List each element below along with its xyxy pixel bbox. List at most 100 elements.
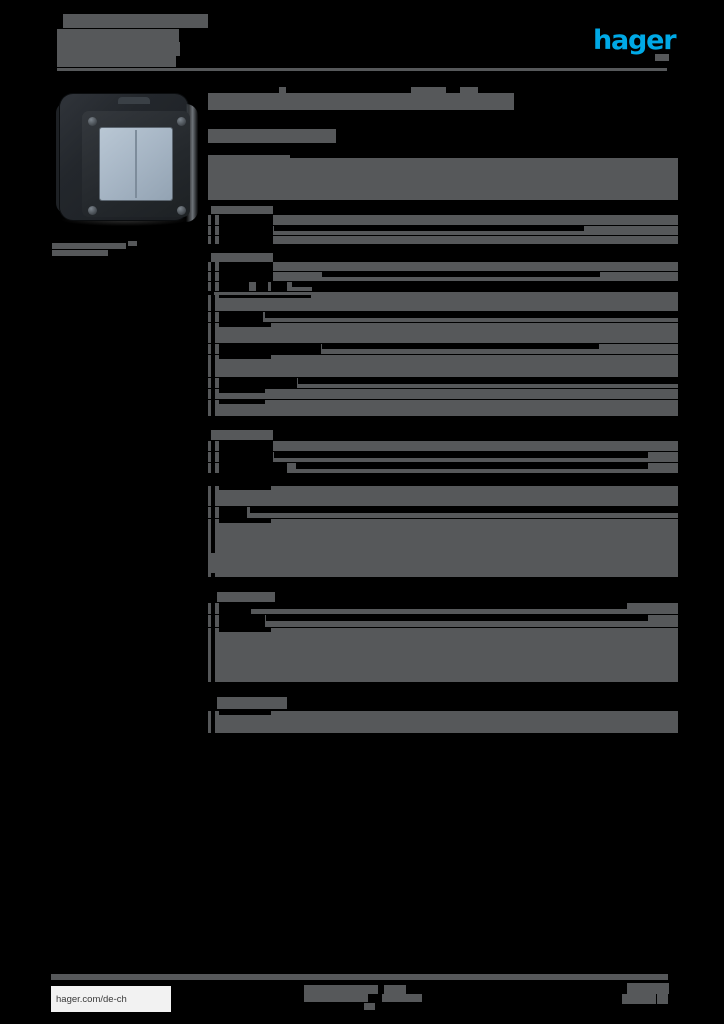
table-row bbox=[208, 441, 678, 451]
row-key-gap bbox=[219, 519, 271, 523]
section-separator bbox=[208, 417, 678, 430]
row-key-gap bbox=[219, 344, 321, 354]
row-leader-dots bbox=[266, 615, 648, 621]
row-key-gap bbox=[219, 236, 273, 244]
row-indent-gap bbox=[211, 272, 215, 281]
row-key-gap bbox=[219, 400, 265, 404]
table-row bbox=[208, 355, 678, 377]
product-top-notch bbox=[118, 97, 150, 104]
row-indent-gap bbox=[211, 312, 215, 322]
table-row bbox=[208, 400, 678, 416]
row-key-gap bbox=[219, 262, 273, 271]
section-separator bbox=[208, 683, 678, 697]
row-indent-gap bbox=[211, 295, 215, 311]
row-separator bbox=[241, 244, 678, 253]
row-key-gap bbox=[219, 615, 265, 627]
footer-divider-rule bbox=[51, 974, 668, 980]
row-indent-gap bbox=[211, 486, 215, 506]
product-rocker-switch bbox=[100, 128, 172, 200]
page-title-diacritic-2 bbox=[411, 87, 446, 94]
row-leader-dots bbox=[322, 272, 600, 277]
table-row bbox=[208, 519, 678, 577]
row-key-gap bbox=[219, 463, 287, 473]
row-indent-gap bbox=[211, 323, 215, 343]
row-indent-gap bbox=[211, 400, 215, 416]
footer-page-number-line-3 bbox=[657, 994, 668, 1004]
footer-page-number-line-1 bbox=[627, 983, 669, 994]
table-row bbox=[208, 711, 678, 733]
row-leader-dots bbox=[265, 312, 678, 318]
screw-top-right-icon bbox=[177, 117, 186, 126]
row-key-gap bbox=[219, 355, 271, 359]
row-key-gap bbox=[219, 452, 273, 462]
row-separator bbox=[208, 474, 234, 486]
row-indent-gap bbox=[211, 519, 215, 553]
row-indent-gap bbox=[211, 378, 215, 388]
row-indent-gap bbox=[211, 441, 215, 451]
row-indent-gap bbox=[211, 215, 215, 225]
footer-center-line-1 bbox=[304, 985, 378, 994]
row-key-gap bbox=[219, 215, 273, 225]
screw-bottom-right-icon bbox=[177, 206, 186, 215]
screw-bottom-left-icon bbox=[88, 206, 97, 215]
product-caption-line-1 bbox=[52, 243, 126, 249]
footer-center-line-5 bbox=[364, 1003, 375, 1010]
table-row bbox=[208, 215, 678, 225]
logo-subtext-redaction bbox=[655, 54, 669, 61]
row-indent-gap bbox=[211, 603, 215, 614]
row-indent-gap bbox=[211, 711, 215, 733]
product-caption-line-2 bbox=[52, 250, 108, 256]
row-leader-dots bbox=[298, 378, 678, 384]
row-leader-dots bbox=[250, 603, 627, 609]
row-leader-dots bbox=[274, 452, 648, 458]
page-title-diacritic-3 bbox=[460, 87, 478, 94]
header-title-line-1 bbox=[63, 14, 208, 28]
table-section-label-d bbox=[217, 592, 275, 602]
row-indent-gap bbox=[211, 282, 215, 291]
page-title bbox=[208, 93, 514, 110]
page-title-diacritic-1 bbox=[279, 87, 286, 94]
row-indent-gap bbox=[211, 452, 215, 462]
hager-logo: hager bbox=[593, 25, 677, 56]
row-indent-gap bbox=[211, 355, 215, 377]
product-caption-superscript bbox=[128, 241, 137, 246]
row-key-gap bbox=[219, 711, 271, 715]
main-content-column bbox=[208, 0, 684, 1024]
row-indent-gap bbox=[211, 344, 215, 354]
row-indent-gap bbox=[211, 615, 215, 627]
table-row bbox=[208, 323, 678, 343]
section-separator bbox=[208, 578, 678, 592]
table-row bbox=[208, 486, 678, 506]
row-indent-gap bbox=[211, 507, 215, 518]
table-section-label-a bbox=[211, 206, 273, 214]
header-title-line-3 bbox=[57, 42, 180, 56]
row-key-gap bbox=[219, 603, 251, 614]
product-image bbox=[52, 88, 200, 232]
row-leader-dots bbox=[322, 344, 599, 349]
product-shadow bbox=[62, 216, 188, 226]
table-row bbox=[208, 389, 678, 399]
row-key-gap bbox=[219, 507, 247, 518]
table-section-label-e bbox=[217, 697, 287, 709]
row-indent-gap bbox=[211, 226, 215, 235]
screw-top-left-icon bbox=[88, 117, 97, 126]
table-row bbox=[208, 292, 678, 311]
row-leader-dots bbox=[292, 282, 678, 287]
row-key-gap bbox=[271, 282, 287, 291]
footer-url-link[interactable]: hager.com/de-ch bbox=[56, 993, 127, 1005]
footer-center-line-4 bbox=[382, 994, 422, 1002]
row-indent-gap bbox=[211, 573, 215, 577]
header-divider-rule bbox=[57, 68, 667, 71]
row-key-gap bbox=[219, 295, 311, 298]
table-section-label-c bbox=[211, 430, 273, 440]
row-separator bbox=[208, 244, 234, 253]
intro-paragraph bbox=[208, 158, 678, 200]
row-leader-dots bbox=[312, 287, 678, 292]
row-leader-dots bbox=[274, 226, 584, 231]
header-title-line-4 bbox=[57, 56, 176, 67]
row-leader-dots bbox=[250, 507, 678, 513]
row-key-gap bbox=[219, 312, 263, 322]
row-key-gap bbox=[219, 486, 271, 490]
footer-url-box[interactable]: hager.com/de-ch bbox=[51, 986, 171, 1012]
